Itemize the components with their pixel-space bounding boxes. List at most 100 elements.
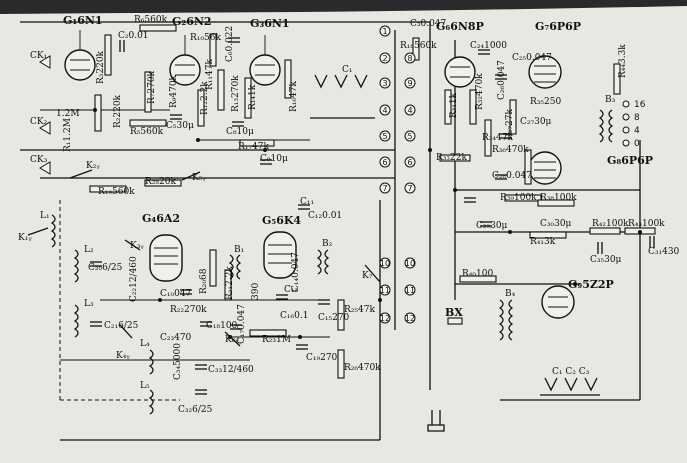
label-r6: R₆560k — [134, 15, 168, 25]
tube-label-v1: G₁6N1 — [63, 14, 103, 27]
label-r1b: R₁1.2M — [63, 118, 73, 152]
label-r21: R₂₁2.2k — [225, 266, 235, 300]
label-c16: C₁₆0.1 — [280, 311, 308, 321]
component-labels: R₆560k C₂0.01 R₃220k R₂220k R₇270k R₅560… — [56, 15, 680, 415]
label-r35: R₃₅250 — [530, 97, 561, 107]
label-c3: C₃0.047 — [410, 19, 447, 29]
output-tap-0: 0 — [634, 139, 640, 149]
label-k5: K₅ᵧ — [192, 173, 206, 183]
label-b3: B₃ — [605, 95, 616, 105]
terminal-11-right: 11 — [404, 284, 416, 296]
label-k3: K₃ᵧ — [130, 241, 144, 251]
terminal-12: 12 — [379, 312, 391, 324]
tube-v3 — [249, 35, 281, 86]
svg-text:1: 1 — [382, 27, 387, 36]
svg-text:7: 7 — [382, 184, 387, 193]
label-c18: C₁₈100 — [206, 321, 238, 331]
label-c20: C₂₀6/25 — [88, 263, 123, 273]
label-r39: R₃₉100k — [500, 193, 537, 203]
terminal-5-right: 5 — [404, 130, 416, 142]
label-r5: R₅560k — [130, 127, 164, 137]
output-tap-16: 16 — [634, 100, 646, 110]
svg-text:2: 2 — [382, 54, 387, 63]
output-tap-8: 8 — [634, 113, 640, 123]
label-c32: C₃₂6/25 — [178, 405, 213, 415]
label-r14: R₁₄1k — [248, 84, 258, 110]
label-k1: K₁ᵧ — [18, 233, 32, 243]
label-c28: C₂₈0.047 — [492, 171, 532, 181]
terminal-11: 11 — [379, 284, 391, 296]
terminal-2: 2 — [379, 52, 391, 64]
label-ck2: CK₂ — [30, 117, 48, 127]
label-r34: R₃₄47k — [482, 133, 513, 143]
terminal-4: 4 — [379, 104, 391, 116]
label-c9: C₉10μ — [260, 154, 288, 164]
part-labels: CK₁ CK₂ CK₃ K₁ᵧ K₂ᵧ K₃ᵧ K₄ᵧ K₅ᵧ K₆ᵧ K₇ L… — [18, 51, 646, 391]
label-l2: L₂ — [84, 245, 94, 255]
tube-label-v2: G₂6N2 — [172, 15, 212, 28]
label-r9: R₉470k — [169, 74, 179, 108]
label-r19: R₁₉560k — [98, 187, 135, 197]
label-r33: R₃₃22k — [436, 153, 467, 163]
power-plug — [427, 410, 445, 432]
label-r3: R₃220k — [96, 50, 106, 84]
label-r31: R₃₁1k — [449, 92, 459, 118]
svg-text:12: 12 — [405, 314, 415, 323]
svg-text:6: 6 — [407, 158, 412, 167]
label-r10: R₁₀56k — [190, 33, 221, 43]
label-k7: K₇ — [362, 271, 373, 281]
output-tap-4: 4 — [634, 126, 640, 136]
label-r16: R₁₆47k — [289, 81, 299, 112]
label-r17: R₁₇47k — [238, 142, 269, 152]
svg-text:8: 8 — [407, 54, 412, 63]
label-r28: R₂₈20k — [145, 177, 176, 187]
label-r24: 390 — [251, 283, 261, 300]
capacitors — [90, 37, 655, 395]
label-r7: R₇270k — [147, 70, 157, 104]
terminal-7: 7 — [379, 182, 391, 194]
label-r40: R₄₀100 — [462, 269, 493, 279]
label-c21: C₂₁6/25 — [104, 321, 139, 331]
terminal-6-right: 6 — [404, 156, 416, 168]
tuning-capacitor-group-upper — [310, 74, 375, 119]
terminal-12-right: 12 — [404, 312, 416, 324]
terminal-4-right: 4 — [404, 104, 416, 116]
tube-label-v3: G₃6N1 — [250, 17, 290, 30]
resistors — [89, 24, 656, 379]
terminal-6: 6 — [379, 156, 391, 168]
label-b1: B₁ — [234, 245, 244, 255]
label-r36: R₃₆470k — [492, 145, 529, 155]
tube-v7 — [528, 55, 562, 89]
label-r13: R₁₃270k — [231, 75, 241, 112]
label-c10: C₁₀047 — [160, 289, 192, 299]
label-r23: R₂₃1M — [262, 335, 291, 345]
svg-text:10: 10 — [405, 259, 415, 268]
coils — [50, 109, 614, 415]
label-l4: L₄ — [140, 339, 150, 349]
tube-v8 — [528, 151, 562, 185]
label-c15: C₁₅270 — [318, 313, 350, 323]
switches — [27, 169, 381, 347]
tuning-capacitor-gang — [540, 377, 600, 396]
svg-text:5: 5 — [382, 132, 387, 141]
tube-v6 — [444, 56, 476, 88]
input-jacks — [39, 55, 51, 175]
label-c13: C₁₃ — [284, 285, 298, 295]
svg-text:11: 11 — [405, 286, 415, 295]
speaker-output-terminals — [622, 100, 630, 147]
terminal-8: 8 — [404, 52, 416, 64]
page-fold — [0, 0, 687, 14]
junction-dots — [93, 108, 642, 339]
label-r2: R₂220k — [113, 94, 123, 128]
label-c24: C₂₄1000 — [470, 41, 507, 51]
label-r32: R₃₂470k — [475, 73, 485, 110]
label-k2: K₂ᵧ — [86, 161, 100, 171]
terminal-1: 1 — [379, 25, 391, 37]
svg-text:9: 9 — [407, 79, 412, 88]
label-c30: C₃₀30μ — [540, 219, 572, 229]
terminal-10-right: 10 — [404, 257, 416, 269]
label-c22: C₂₂12/460 — [129, 256, 139, 302]
tube-v9 — [541, 285, 575, 319]
terminal-7-right: 7 — [404, 182, 416, 194]
